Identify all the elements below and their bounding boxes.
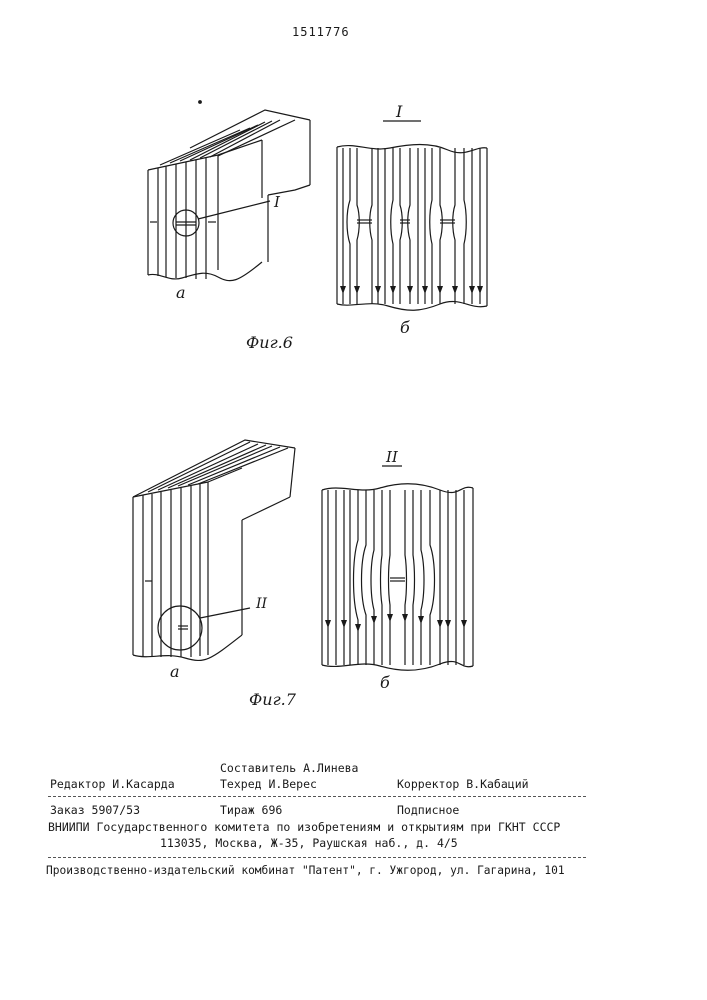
- footer-rule-1: [48, 796, 586, 797]
- fig7-sublabel-a: а: [170, 662, 180, 681]
- footer-subscription: Подписное: [397, 803, 459, 817]
- fig7-detail-label: II: [386, 448, 398, 466]
- fig7a-callout-label: II: [256, 596, 267, 612]
- footer-compiler: Составитель А.Линева: [220, 761, 358, 775]
- footer-corrector: Корректор В.Кабаций: [397, 777, 529, 791]
- footer-vniipi: ВНИИПИ Государственного комитета по изоб…: [48, 820, 560, 834]
- fig6-sublabel-a: а: [176, 283, 186, 302]
- fig7-sublabel-b: б: [380, 673, 390, 692]
- fig6b-detail-drawing: [337, 121, 487, 310]
- fig6-sublabel-b: б: [400, 318, 410, 337]
- fig6-detail-label: I: [396, 102, 402, 121]
- fig7a-block-drawing: [133, 440, 295, 660]
- fig6a-callout-label: I: [274, 193, 280, 211]
- footer-rule-2: [48, 857, 586, 858]
- footer-address: 113035, Москва, Ж-35, Раушская наб., д. …: [160, 836, 458, 850]
- footer-order: Заказ 5907/53: [50, 803, 140, 817]
- fig6-caption: Фиг.6: [246, 333, 293, 352]
- footer-circulation: Тираж 696: [220, 803, 282, 817]
- fig6a-block-drawing: [148, 101, 310, 281]
- footer-techred: Техред И.Верес: [220, 777, 317, 791]
- fig7-caption: Фиг.7: [249, 690, 296, 709]
- fig7b-detail-drawing: [322, 466, 473, 670]
- footer-editor: Редактор И.Касарда: [50, 777, 175, 791]
- footer-publisher: Производственно-издательский комбинат "П…: [46, 864, 565, 877]
